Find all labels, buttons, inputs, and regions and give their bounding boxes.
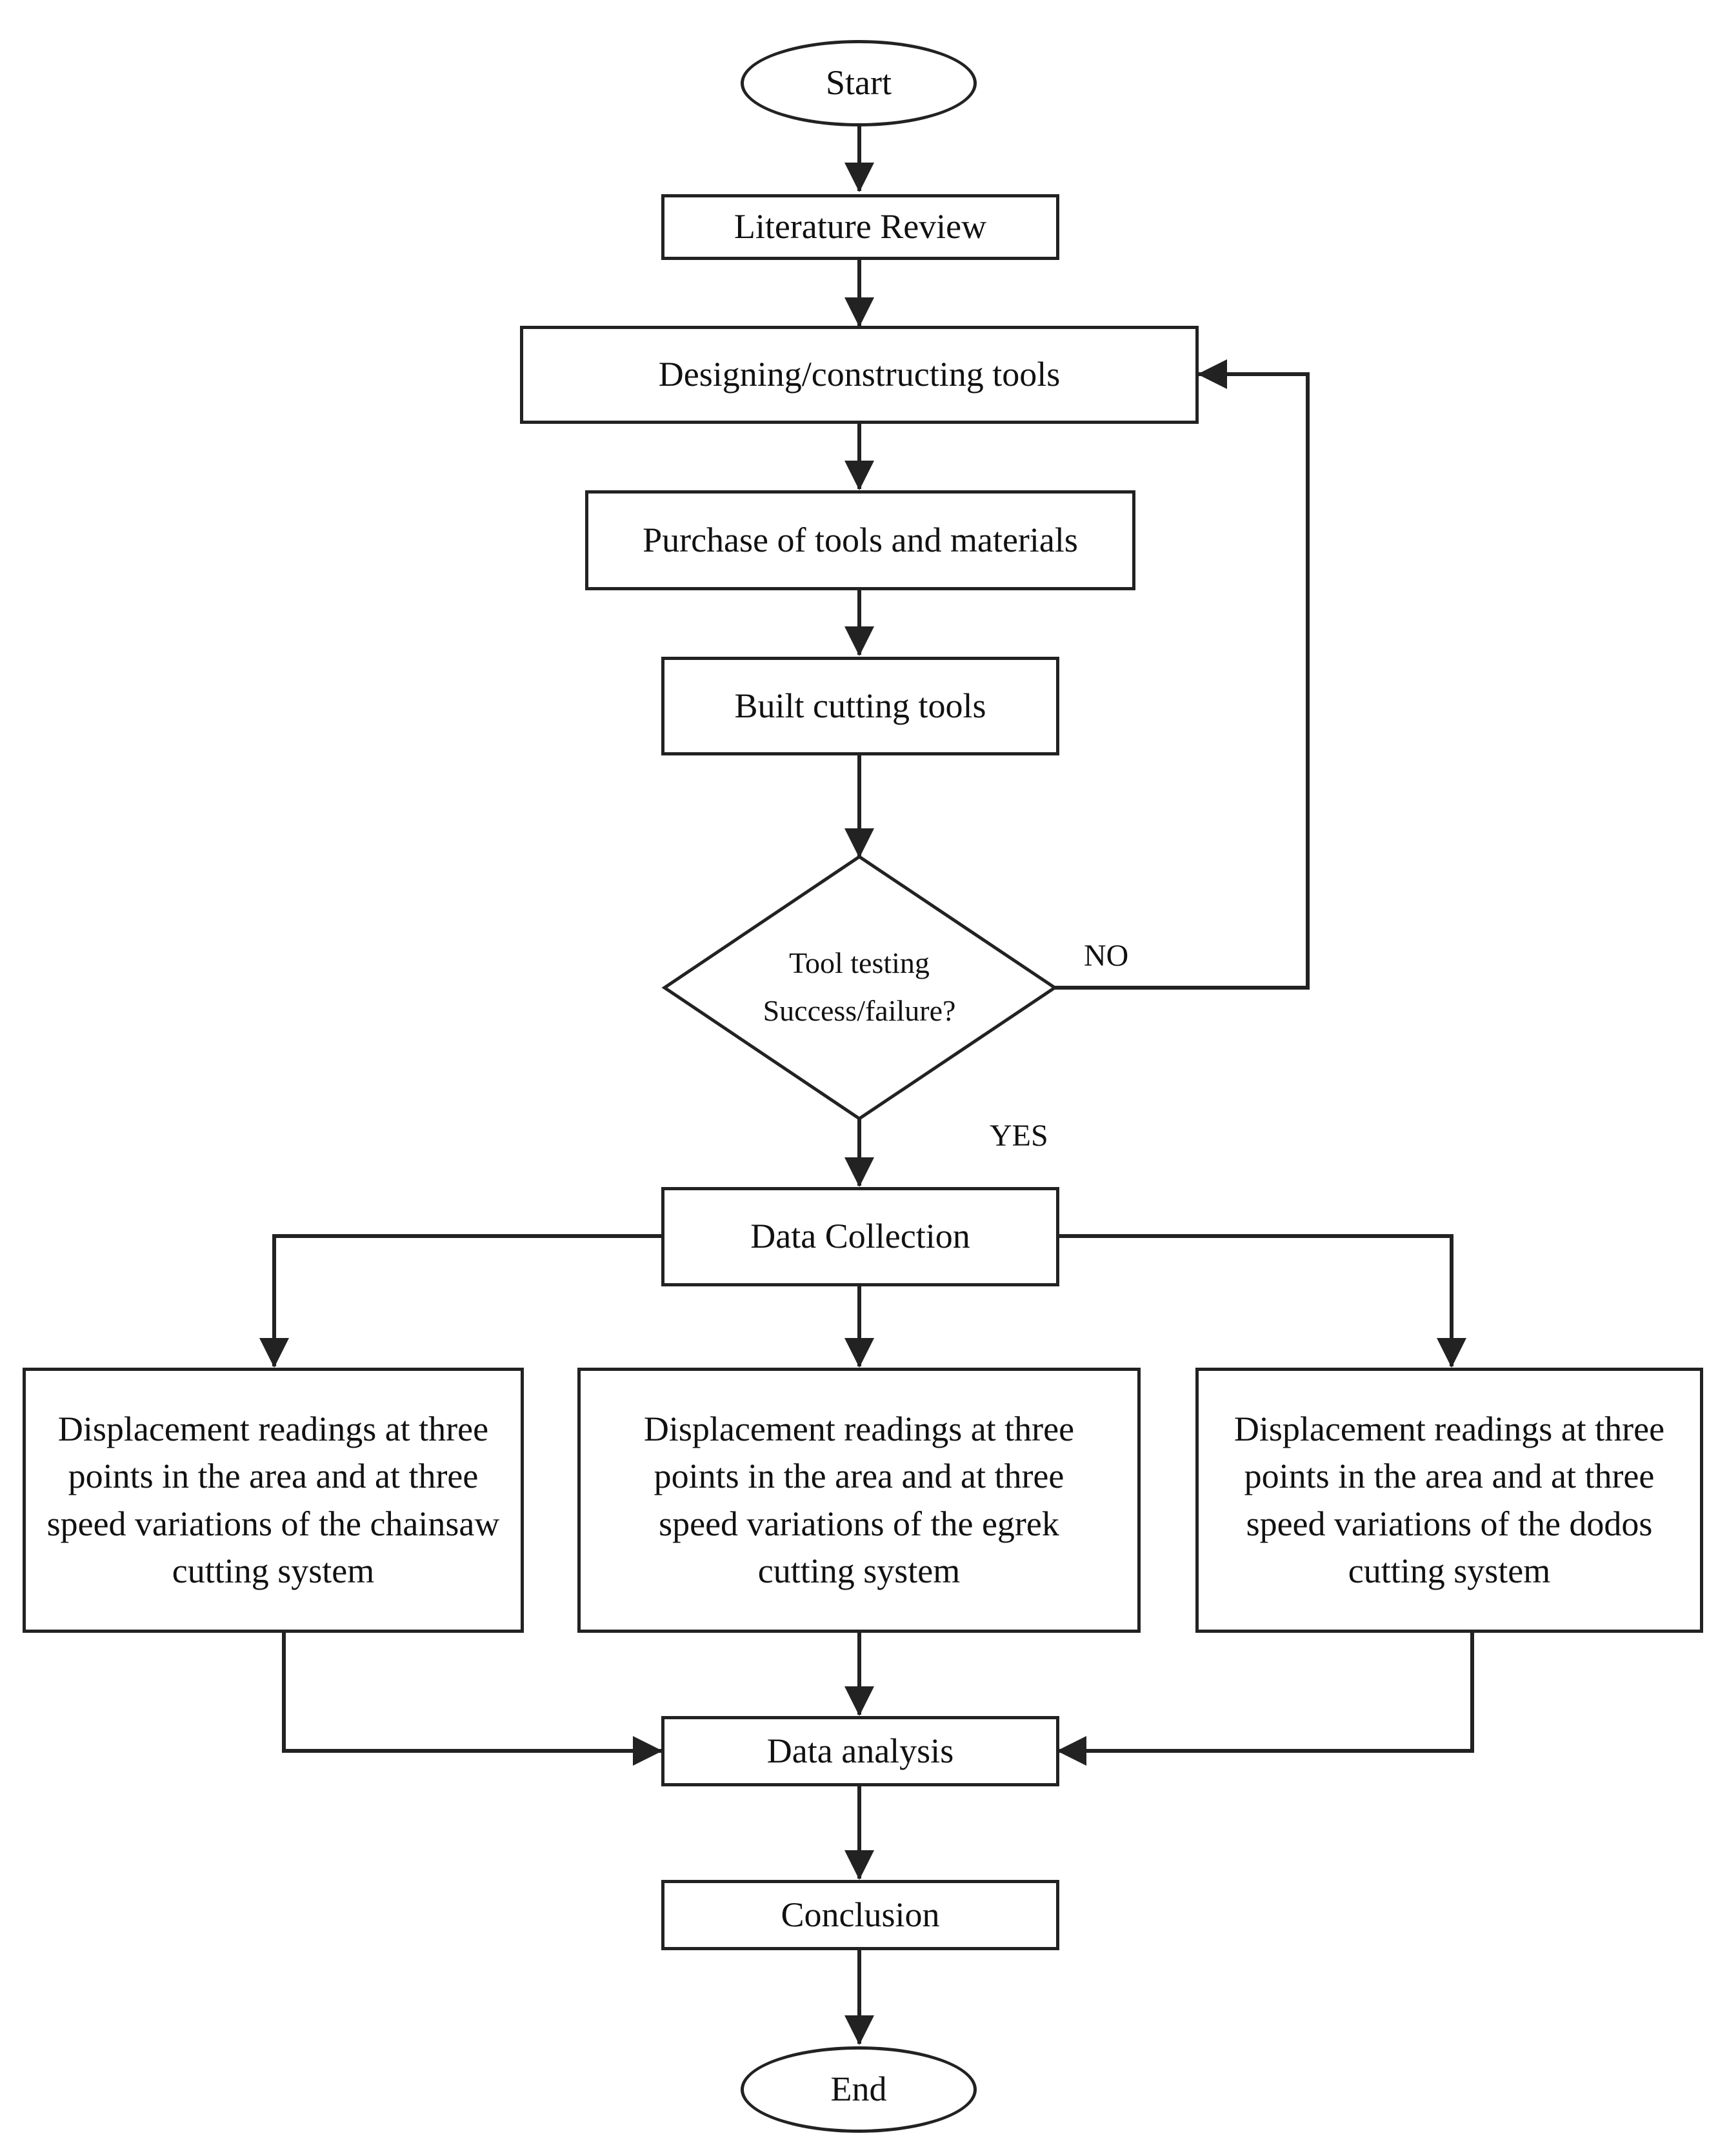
chainsaw-readings-box: Displacement readings at three points in… bbox=[23, 1368, 524, 1633]
built-tools-box: Built cutting tools bbox=[661, 657, 1059, 755]
designing-tools-label: Designing/constructing tools bbox=[658, 355, 1061, 394]
dodos-readings-box: Displacement readings at three points in… bbox=[1195, 1368, 1703, 1633]
edge-decision-no-loop bbox=[1055, 359, 1310, 990]
dodos-readings-label: Displacement readings at three points in… bbox=[1234, 1409, 1665, 1590]
decision-diamond bbox=[661, 854, 1058, 1121]
designing-tools-box: Designing/constructing tools bbox=[520, 326, 1199, 424]
edge-collection-to-chainsaw bbox=[259, 1234, 663, 1368]
yes-label: YES bbox=[990, 1119, 1048, 1153]
start-terminal: Start bbox=[741, 40, 977, 126]
data-collection-label: Data Collection bbox=[750, 1217, 970, 1256]
data-collection-box: Data Collection bbox=[661, 1187, 1059, 1286]
edge-chainsaw-to-analysis bbox=[282, 1632, 663, 1766]
no-label: NO bbox=[1084, 939, 1129, 973]
egrek-readings-label: Displacement readings at three points in… bbox=[643, 1409, 1075, 1590]
purchase-label: Purchase of tools and materials bbox=[643, 520, 1078, 559]
conclusion-label: Conclusion bbox=[781, 1895, 940, 1934]
literature-review-label: Literature Review bbox=[734, 207, 987, 246]
data-analysis-label: Data analysis bbox=[766, 1731, 954, 1770]
decision-text: Tool testing Success/failure? bbox=[710, 929, 1009, 1045]
egrek-readings-box: Displacement readings at three points in… bbox=[577, 1368, 1141, 1633]
decision-line-1: Tool testing bbox=[789, 946, 930, 980]
conclusion-box: Conclusion bbox=[661, 1880, 1059, 1950]
start-label: Start bbox=[826, 63, 892, 103]
purchase-box: Purchase of tools and materials bbox=[585, 490, 1135, 590]
end-label: End bbox=[830, 2070, 887, 2109]
end-terminal: End bbox=[741, 2046, 977, 2133]
built-tools-label: Built cutting tools bbox=[734, 686, 986, 725]
chainsaw-readings-label: Displacement readings at three points in… bbox=[46, 1409, 500, 1590]
edge-collection-to-dodos bbox=[1058, 1234, 1466, 1368]
edge-dodos-to-analysis bbox=[1057, 1632, 1474, 1766]
data-analysis-box: Data analysis bbox=[661, 1716, 1059, 1786]
literature-review-box: Literature Review bbox=[661, 194, 1059, 260]
decision-line-2: Success/failure? bbox=[763, 994, 956, 1027]
